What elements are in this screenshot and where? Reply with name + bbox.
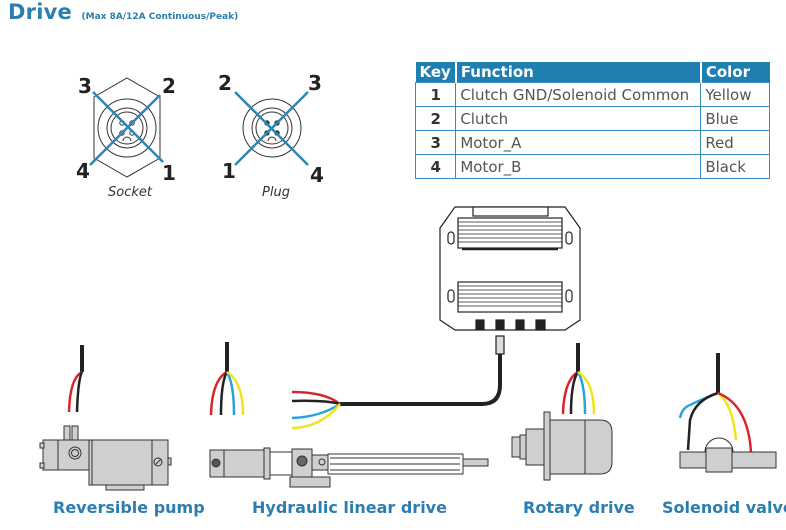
plug-ring-outer	[242, 98, 302, 158]
controller-port	[475, 319, 485, 330]
header-color: Color	[700, 62, 770, 83]
plug-ring-mid	[251, 107, 293, 149]
wire-key-table: Key Function Color 1 Clutch GND/Solenoid…	[414, 62, 771, 179]
reversible-pump-illustration	[39, 425, 172, 491]
socket-pin-label-tl: 3	[78, 74, 92, 98]
reversible-pump-wires	[67, 345, 84, 413]
plug-pin-label-br: 4	[310, 163, 324, 187]
row-color: Black	[700, 154, 771, 179]
plug-pin-label-tr: 3	[308, 71, 322, 95]
hydraulic-linear-drive-illustration	[209, 447, 489, 488]
plug-key	[267, 136, 277, 142]
title-subtitle: (Max 8A/12A Continuous/Peak)	[81, 12, 239, 22]
mount-slot	[447, 231, 455, 245]
solenoid-valve-wires	[678, 353, 753, 453]
cable-plug	[495, 335, 505, 355]
row-key: 3	[414, 130, 457, 155]
table-row: 4 Motor_B Black	[414, 154, 771, 179]
plug-connector	[234, 91, 309, 166]
drive-controller-unit	[439, 206, 581, 355]
socket-key	[122, 136, 132, 142]
row-color: Red	[700, 130, 771, 155]
label-rotary-drive: Rotary drive	[523, 498, 635, 517]
socket-hex-nut	[93, 77, 161, 178]
main-drive-cable	[340, 354, 502, 406]
hydraulic-drive-wires	[209, 342, 245, 416]
title-main: Drive	[8, 0, 72, 24]
wire-yellow	[291, 403, 341, 430]
header-key: Key	[415, 62, 457, 83]
mount-slot	[565, 231, 573, 245]
label-reversible-pump: Reversible pump	[53, 498, 205, 517]
mount-slot	[447, 289, 455, 303]
row-key: 4	[414, 154, 457, 179]
controller-port	[515, 319, 525, 330]
plug-caption: Plug	[262, 185, 290, 200]
header-function: Function	[455, 62, 702, 83]
socket-pin	[119, 130, 125, 136]
socket-ring-mid	[106, 107, 148, 149]
socket-pin-label-bl: 4	[76, 159, 90, 183]
plug-pin-label-bl: 1	[222, 159, 236, 183]
loose-wire-ends	[291, 390, 341, 430]
table-header-row: Key Function Color	[415, 62, 770, 83]
rotary-drive-wires	[561, 343, 596, 415]
mount-slot	[565, 289, 573, 303]
plug-leader-3-1	[234, 91, 309, 166]
plug-ring-inner	[255, 111, 289, 145]
controller-port	[495, 319, 505, 330]
socket-pin-label-tr: 2	[162, 74, 176, 98]
socket-connector	[89, 77, 164, 178]
rotary-drive-illustration	[511, 411, 613, 481]
socket-ring-outer	[97, 98, 157, 158]
socket-pin	[129, 120, 135, 126]
plug-pin-label-tl: 2	[218, 71, 232, 95]
label-hydraulic-linear-drive: Hydraulic linear drive	[252, 498, 447, 517]
socket-caption: Socket	[108, 185, 153, 200]
page-title: Drive (Max 8A/12A Continuous/Peak)	[8, 0, 238, 24]
socket-ring-inner	[110, 111, 144, 145]
row-function: Motor_B	[455, 154, 702, 179]
controller-heatsink-top	[457, 217, 563, 249]
controller-top-tab	[472, 206, 549, 217]
wire-black	[291, 399, 341, 406]
controller-port	[535, 319, 546, 331]
table-row: 2 Clutch Blue	[414, 106, 771, 131]
row-color: Blue	[700, 106, 771, 131]
socket-leader-2-4	[89, 94, 161, 166]
solenoid-valve-illustration	[679, 437, 777, 473]
label-solenoid-valve: Solenoid valve	[662, 498, 786, 517]
controller-heatsink-bottom	[457, 281, 563, 313]
socket-pin-label-br: 1	[162, 161, 176, 185]
